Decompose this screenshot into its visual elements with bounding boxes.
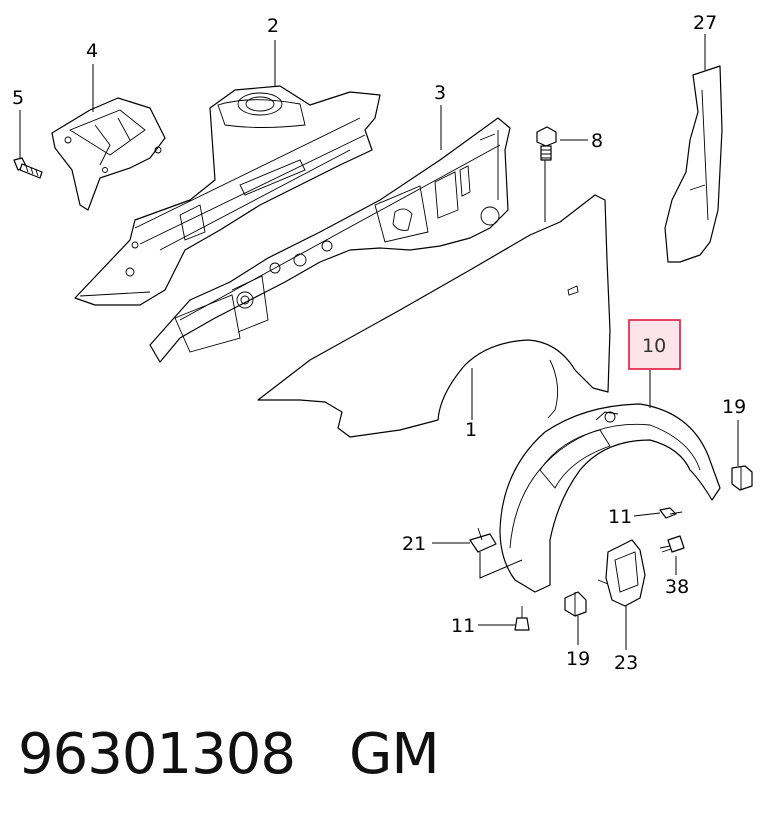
part-2-front-side-member bbox=[74, 85, 381, 306]
callout-5: 5 bbox=[12, 87, 24, 109]
brand-name: GM bbox=[349, 722, 440, 787]
parts-diagram: 2 4 5 3 8 27 1 10 19 11 21 38 11 19 23 bbox=[12, 12, 753, 674]
callout-21: 21 bbox=[402, 533, 426, 555]
callout-19-upper: 19 bbox=[722, 396, 746, 418]
callout-27: 27 bbox=[693, 12, 717, 34]
part-27-side-panel bbox=[664, 65, 723, 263]
part-11-screw-lower bbox=[514, 606, 530, 631]
highlight-box bbox=[628, 319, 681, 370]
part-3-apron-panel bbox=[149, 117, 511, 363]
part-number: 96301308 bbox=[18, 722, 296, 787]
callout-4: 4 bbox=[86, 40, 98, 62]
callout-3: 3 bbox=[434, 82, 446, 104]
callout-2: 2 bbox=[267, 15, 279, 37]
part-38-bolt bbox=[659, 535, 685, 553]
part-10-wheelhouse-liner bbox=[499, 403, 721, 593]
callout-10: 10 bbox=[642, 335, 666, 357]
callout-38: 38 bbox=[665, 576, 689, 598]
part-4-bracket bbox=[51, 97, 166, 211]
part-11-screw-upper bbox=[659, 507, 683, 519]
callout-11-upper: 11 bbox=[608, 506, 632, 528]
part-23-bracket bbox=[597, 539, 646, 607]
callout-1: 1 bbox=[465, 419, 477, 441]
callout-11-lower: 11 bbox=[451, 615, 475, 637]
part-8-bolt bbox=[536, 126, 557, 161]
leader-lines bbox=[19, 34, 739, 650]
callout-19-lower: 19 bbox=[566, 648, 590, 670]
callout-labels: 2 4 5 3 8 27 1 10 19 11 21 38 11 19 23 bbox=[12, 12, 746, 674]
part-1-front-fender bbox=[257, 194, 611, 438]
footer-caption: 96301308 GM bbox=[18, 722, 440, 802]
part-19-clip-upper bbox=[731, 465, 753, 491]
part-21-retainer bbox=[469, 527, 497, 553]
part-5-bolt bbox=[13, 157, 43, 179]
callout-23: 23 bbox=[614, 652, 638, 674]
part-19-clip-lower bbox=[564, 591, 587, 617]
callout-8: 8 bbox=[591, 130, 603, 152]
